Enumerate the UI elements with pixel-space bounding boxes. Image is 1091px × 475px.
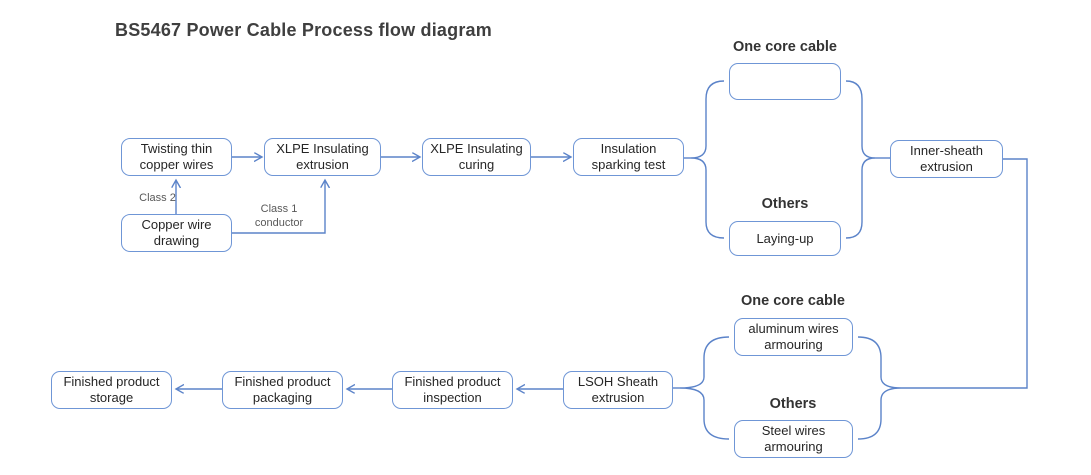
node-inner-sheath-extrusion: Inner-sheath extrusion	[890, 140, 1003, 178]
node-one-core-passthrough	[729, 63, 841, 100]
node-xlpe-insulating-curing: XLPE Insulating curing	[422, 138, 531, 176]
node-finished-product-inspection: Finished product inspection	[392, 371, 513, 409]
node-xlpe-insulating-extrusion: XLPE Insulating extrusion	[264, 138, 381, 176]
node-twisting-thin-copper-wires: Twisting thin copper wires	[121, 138, 232, 176]
node-laying-up: Laying-up	[729, 221, 841, 256]
node-finished-product-packaging: Finished product packaging	[222, 371, 343, 409]
brace-top-right	[845, 80, 876, 239]
edge-class1-elbow	[232, 181, 325, 234]
node-copper-wire-drawing: Copper wire drawing	[121, 214, 232, 252]
node-aluminum-wires-armouring: aluminum wires armouring	[734, 318, 853, 356]
edge-label-class-2: Class 2	[139, 192, 176, 204]
node-lsoh-sheath-extrusion: LSOH Sheath extrusion	[563, 371, 673, 409]
edge-label-class-1-conductor: Class 1 conductor	[254, 203, 304, 230]
brace-top-left	[690, 80, 725, 239]
node-insulation-sparking-test: Insulation sparking test	[573, 138, 684, 176]
branch-label-one-core-cable-top: One core cable	[733, 39, 837, 55]
branch-label-others-bottom: Others	[769, 396, 817, 412]
node-finished-product-storage: Finished product storage	[51, 371, 172, 409]
branch-label-others-top: Others	[761, 196, 809, 212]
edge-inner-sheath-elbow	[901, 158, 1028, 389]
node-steel-wires-armouring: Steel wires armouring	[734, 420, 853, 458]
brace-bottom-right	[857, 336, 902, 440]
brace-bottom-left	[679, 336, 730, 440]
page-title: BS5467 Power Cable Process flow diagram	[115, 20, 492, 40]
branch-label-one-core-cable-bottom: One core cable	[741, 293, 845, 309]
